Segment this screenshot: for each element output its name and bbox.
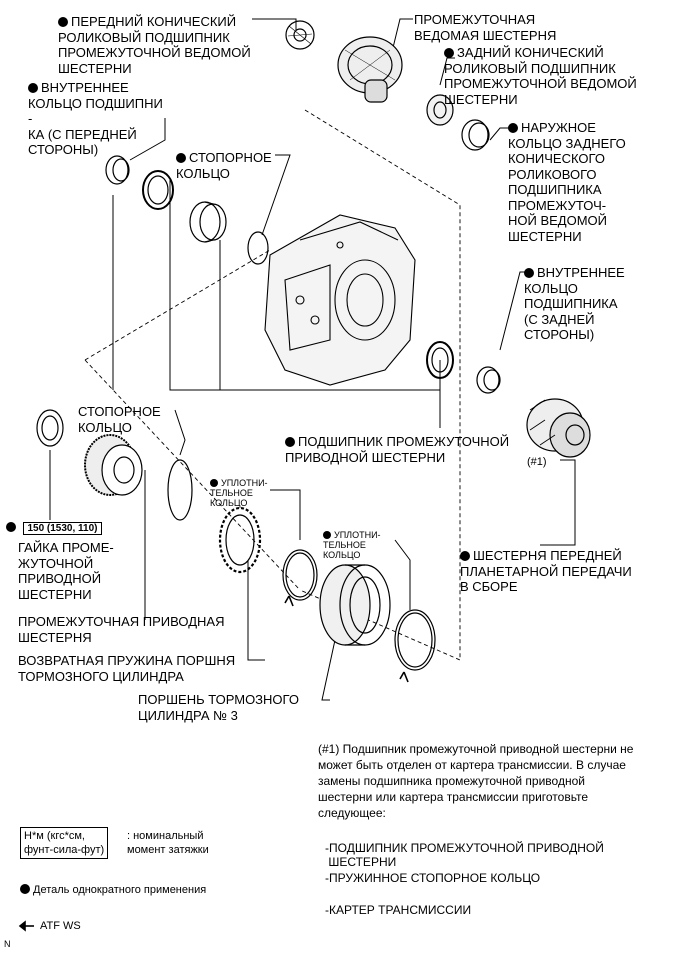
torque-value-box: 150 (1530, 110): [23, 522, 102, 535]
label-driven-gear: ПРОМЕЖУТОЧНАЯ ВЕДОМАЯ ШЕСТЕРНЯ: [414, 12, 557, 43]
dashed-outline: [84, 109, 461, 661]
label-drive-gear-bearing: ПОДШИПНИК ПРОМЕЖУТОЧНОЙ ПРИВОДНОЙ ШЕСТЕР…: [285, 434, 510, 465]
label-drive-gear: ПРОМЕЖУТОЧНАЯ ПРИВОДНАЯ ШЕСТЕРНЯ: [18, 614, 225, 645]
nut-part: [36, 409, 64, 447]
legend-atf: ATF WS: [40, 920, 81, 932]
drive-gear-part: [84, 434, 143, 496]
sleeve-part: [189, 201, 227, 243]
single-use-dot-icon: [460, 551, 470, 561]
label-return-spring: ВОЗВРАТНАЯ ПРУЖИНА ПОРШНЯ ТОРМОЗНОГО ЦИЛ…: [18, 653, 236, 684]
note-item-1: -ПОДШИПНИК ПРОМЕЖУТОЧНОЙ ПРИВОДНОЙ ШЕСТЕ…: [325, 841, 604, 869]
legend-torque-box: Н*м (кгс*см, фунт-сила-фут): [20, 827, 109, 859]
snap-ring-top-part: [247, 231, 269, 265]
single-use-dot-icon: [444, 48, 454, 58]
legend-torque-desc: : номинальный момент затяжки: [127, 830, 209, 856]
transaxle-case-part: [264, 214, 416, 386]
legend-single-use: Деталь однократного применения: [20, 883, 206, 899]
leader-lines: [49, 18, 576, 701]
single-use-dot-icon: [285, 437, 295, 447]
inner-race-front-part: [105, 155, 130, 185]
label-outer-race: НАРУЖНОЕ КОЛЬЦО ЗАДНЕГО КОНИЧЕСКОГО РОЛИ…: [508, 120, 626, 244]
label-inner-race-rear: ВНУТРЕННЕЕ КОЛЬЦО ПОДШИПНИКА (С ЗАДНЕЙ С…: [524, 265, 625, 342]
snap-ring-mid-part: [167, 459, 193, 521]
driven-gear-part: [337, 36, 403, 103]
label-snap-ring-top: СТОПОРНОЕ КОЛЬЦО: [176, 150, 272, 181]
single-use-dot-icon: [58, 17, 68, 27]
single-use-dot-icon: [28, 83, 38, 93]
drive-gear-bearing-part: [426, 341, 454, 379]
seal-ring-1-part: [282, 549, 318, 601]
rear-bearing-part: [426, 94, 454, 126]
single-use-dot-icon: [524, 268, 534, 278]
planetary-gear-part: [526, 398, 591, 458]
single-use-dot-icon: [210, 479, 218, 487]
outer-race-part: [461, 119, 490, 151]
label-planetary: ШЕСТЕРНЯ ПЕРЕДНЕЙ ПЛАНЕТАРНОЙ ПЕРЕДАЧИ В…: [460, 548, 632, 594]
note-item-3: -КАРТЕР ТРАНСМИССИИ: [325, 903, 472, 917]
label-nut: ГАЙКА ПРОМЕ- ЖУТОЧНОЙ ПРИВОДНОЙ ШЕСТЕРНИ: [18, 540, 114, 602]
single-use-dot-icon: [508, 123, 518, 133]
single-use-dot-icon: [20, 884, 30, 894]
atf-arrow-icon: [284, 595, 409, 683]
label-ref1: (#1): [527, 456, 547, 468]
inner-race-rear-part: [476, 366, 501, 394]
label-seal2: УПЛОТНИ- ТЕЛЬНОЕ КОЛЬЦО: [323, 530, 381, 560]
label-snap-ring-mid: СТОПОРНОЕ КОЛЬЦО: [78, 404, 161, 435]
label-seal1: УПЛОТНИ- ТЕЛЬНОЕ КОЛЬЦО: [210, 478, 268, 508]
label-piston: ПОРШЕНЬ ТОРМОЗНОГО ЦИЛИНДРА № 3: [138, 692, 299, 723]
label-inner-race-front: ВНУТРЕННЕЕ КОЛЬЦО ПОДШИПНИ - КА (С ПЕРЕД…: [28, 80, 163, 157]
seal-ring-2-part: [394, 609, 436, 671]
single-use-dot-icon: [6, 522, 16, 532]
torque-spec: 150 (1530, 110): [6, 518, 102, 536]
roller-ring-part: [142, 170, 174, 210]
note-item-2: -ПРУЖИННОЕ СТОПОРНОЕ КОЛЬЦО: [325, 871, 541, 885]
label-rear-bearing: ЗАДНИЙ КОНИЧЕСКИЙ РОЛИКОВЫЙ ПОДШИПНИК ПР…: [444, 45, 637, 107]
single-use-dot-icon: [176, 153, 186, 163]
legend-atf-arrow-icon: [18, 920, 34, 932]
return-spring-part: [218, 506, 262, 574]
note-text: (#1) Подшипник промежуточной приводной ш…: [318, 742, 634, 820]
label-front-bearing: ПЕРЕДНИЙ КОНИЧЕСКИЙ РОЛИКОВЫЙ ПОДШИПНИК …: [58, 14, 251, 76]
brake-piston-part: [319, 564, 391, 646]
single-use-dot-icon: [323, 531, 331, 539]
footer-code: N: [4, 939, 11, 949]
front-bearing-part: [285, 20, 315, 50]
